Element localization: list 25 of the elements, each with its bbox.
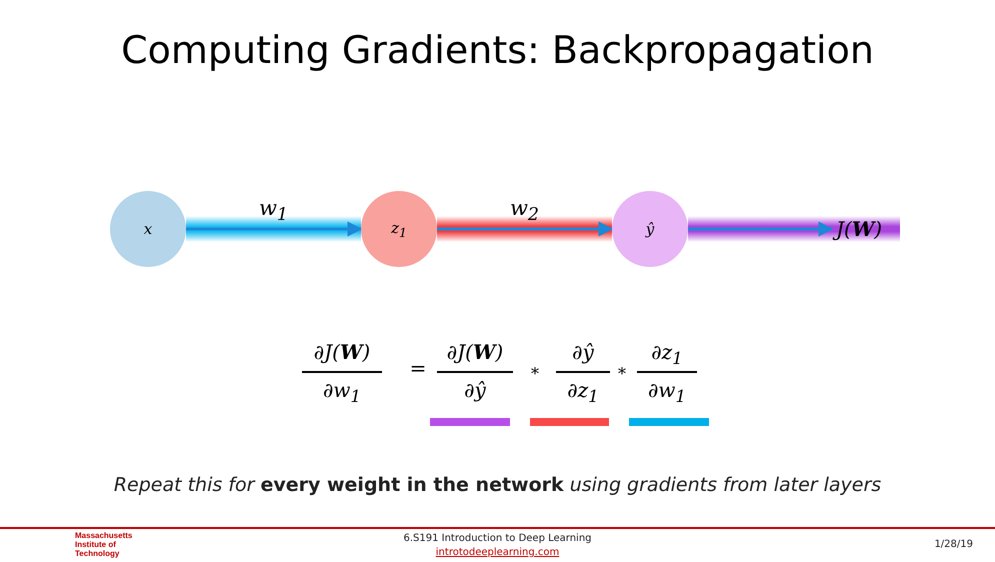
- note-text: Repeat this for every weight in the network using gradients from later layers: [114, 474, 882, 496]
- math-term: ∂J(W): [446, 340, 504, 364]
- arrow: [186, 222, 362, 236]
- edge-label: w$_{2}$: [510, 196, 540, 226]
- edge-label: w$_{1}$: [258, 196, 288, 226]
- arrow: [688, 222, 834, 236]
- math-term: ∂w$_{1}$: [648, 378, 686, 406]
- math-term: ∂z$_{1}$: [651, 340, 683, 368]
- arrow: [437, 222, 614, 236]
- math-term: ∂ŷ: [464, 378, 486, 402]
- output-node-circle: ŷ: [612, 191, 688, 267]
- slide-title: Computing Gradients: Backpropagation: [121, 28, 874, 72]
- course-name: 6.S191 Introduction to Deep Learning: [403, 533, 592, 544]
- math-term: =: [410, 356, 426, 380]
- operator: *: [531, 364, 539, 383]
- math-term: ∂ŷ: [572, 340, 594, 364]
- operator: *: [618, 364, 626, 383]
- course-link: introtodeeplearning.com: [436, 547, 560, 558]
- institution-name: Massachusetts Institute of Technology: [75, 531, 134, 558]
- slide-date: 1/28/19: [934, 539, 973, 550]
- math-term: ∂J(W): [314, 340, 370, 364]
- input-node-circle: x: [110, 191, 186, 267]
- math-term: ∂z$_{1}$: [567, 378, 599, 406]
- hidden-node-circle: z$_{1}$: [361, 191, 437, 267]
- math-term: ∂w$_{1}$: [322, 378, 362, 406]
